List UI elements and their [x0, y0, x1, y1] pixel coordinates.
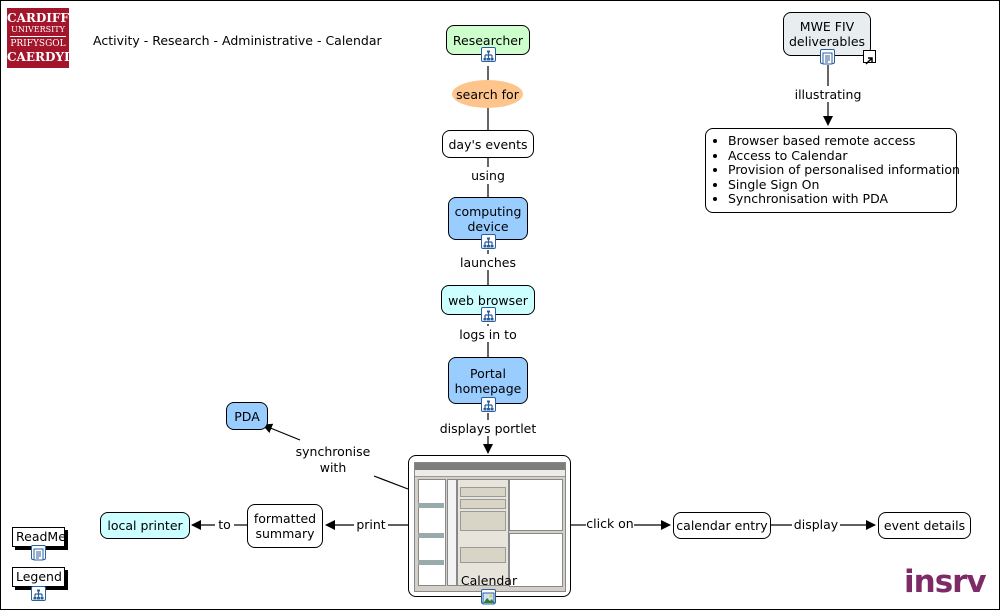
external-link-icon[interactable] [863, 50, 876, 65]
node-search-for[interactable]: search for [452, 80, 523, 108]
deliverables-list: Browser based remote access Access to Ca… [710, 133, 960, 207]
page-title: Activity - Research - Administrative - C… [93, 33, 382, 48]
link-illustrating: illustrating [789, 87, 867, 102]
link-logs-in-to: logs in to [452, 327, 524, 342]
node-local-printer[interactable]: local printer [100, 512, 190, 539]
node-event-details[interactable]: event details [878, 512, 971, 539]
hierarchy-icon[interactable] [31, 586, 46, 601]
node-computing-device[interactable]: computing device [448, 197, 528, 240]
link-display: display [792, 517, 840, 532]
hierarchy-icon[interactable] [481, 307, 496, 322]
link-print: print [354, 517, 388, 532]
node-portal-homepage-label: Portal homepage [454, 365, 522, 396]
node-web-browser-label: web browser [448, 292, 528, 308]
logo-line-3: PRIFYSGOL [10, 39, 66, 49]
document-icon[interactable] [820, 49, 835, 65]
link-synchronise-with: synchronise with [292, 444, 374, 475]
node-mwe-fiv-label: MWE FIV deliverables [788, 19, 866, 49]
node-days-events[interactable]: day's events [442, 130, 534, 158]
node-calendar-entry[interactable]: calendar entry [673, 512, 771, 539]
node-pda-label: PDA [234, 408, 260, 424]
calendar-screenshot [414, 462, 566, 592]
link-click-on: click on [586, 516, 634, 531]
legend-label: Legend [16, 569, 62, 584]
node-calendar-entry-label: calendar entry [676, 518, 768, 533]
list-item: Synchronisation with PDA [728, 192, 960, 207]
cardiff-university-logo: CARDIFF UNIVERSITY PRIFYSGOL CAERDYD [7, 8, 75, 68]
node-formatted-summary-label: formatted summary [253, 511, 317, 541]
node-event-details-label: event details [883, 518, 966, 533]
logo-line-2: UNIVERSITY [11, 25, 65, 34]
logo-line-4: CAERDYD [7, 50, 75, 64]
list-item: Browser based remote access [728, 133, 960, 149]
node-mwe-fiv-deliverables[interactable]: MWE FIV deliverables [783, 12, 871, 56]
deliverables-list-node[interactable]: Browser based remote access Access to Ca… [705, 128, 960, 213]
readme-label: ReadMe [16, 529, 66, 544]
hierarchy-icon[interactable] [481, 234, 496, 249]
link-using: using [466, 168, 510, 183]
node-formatted-summary[interactable]: formatted summary [247, 504, 323, 548]
node-calendar-label: Calendar [460, 573, 518, 588]
node-computing-device-label: computing device [454, 203, 522, 234]
hierarchy-icon[interactable] [481, 47, 496, 62]
readme-box[interactable]: ReadMe [12, 527, 66, 547]
legend-box[interactable]: Legend [12, 567, 65, 587]
list-item: Single Sign On [728, 177, 960, 193]
link-launches: launches [455, 255, 521, 270]
list-item: Provision of personalised information [728, 163, 960, 178]
hierarchy-icon[interactable] [481, 397, 496, 412]
document-icon[interactable] [31, 545, 46, 561]
node-days-events-label: day's events [448, 136, 528, 152]
logo-line-1: CARDIFF [7, 11, 69, 25]
node-local-printer-label: local printer [107, 518, 183, 533]
node-pda[interactable]: PDA [226, 402, 268, 430]
image-icon[interactable] [481, 589, 496, 605]
link-displays-portlet: displays portlet [438, 421, 538, 436]
insrv-logo: insrv [904, 564, 987, 600]
node-search-for-label: search for [456, 86, 519, 102]
logo-divider [10, 36, 66, 37]
link-to: to [215, 517, 234, 532]
node-researcher-label: Researcher [452, 32, 524, 48]
list-item: Access to Calendar [728, 148, 960, 164]
